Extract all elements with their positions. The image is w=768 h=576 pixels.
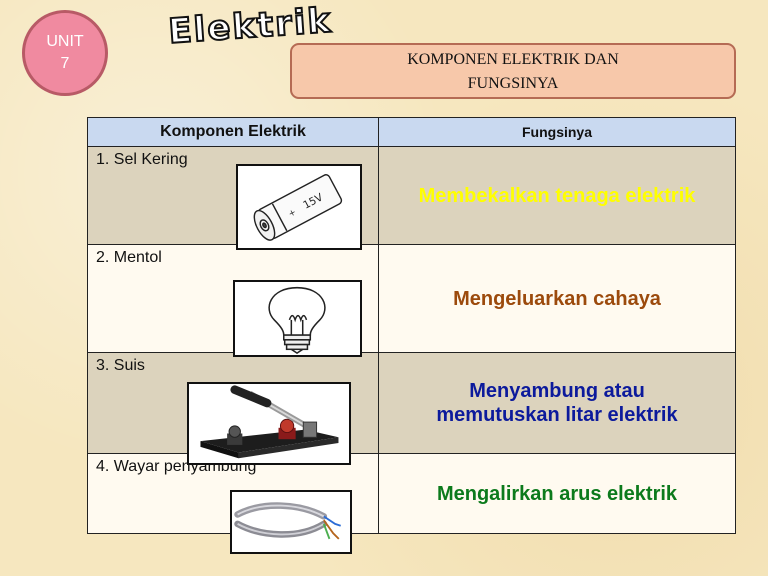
wire-picture — [230, 490, 352, 554]
function-text: Menyambung atau memutuskan litar elektri… — [379, 353, 735, 453]
unit-number: 7 — [60, 55, 70, 72]
banner-line-1: KOMPONEN ELEKTRIK DAN — [407, 51, 619, 68]
knife-switch-icon — [190, 384, 348, 463]
function-cell: Membekalkan tenaga elektrik — [378, 146, 736, 245]
function-line: Mengalirkan arus elektrik — [436, 482, 678, 505]
switch-picture — [187, 382, 351, 465]
battery-picture: 15V + — [236, 164, 362, 250]
function-text: Membekalkan tenaga elektrik — [379, 147, 735, 244]
battery-icon: 15V + — [253, 174, 343, 241]
function-text: Mengeluarkan cahaya — [379, 245, 735, 352]
table-row: 4. Wayar penyambung Mengalirkan arus ele… — [87, 453, 736, 534]
function-cell: Menyambung atau memutuskan litar elektri… — [378, 352, 736, 454]
unit-label: UNIT — [46, 33, 84, 50]
table-row: 2. Mentol Mengeluarkan cahaya — [87, 244, 736, 353]
function-cell: Mengalirkan arus elektrik — [378, 453, 736, 534]
banner-line-2: FUNGSINYA — [467, 75, 559, 92]
function-text: Mengalirkan arus elektrik — [379, 454, 735, 533]
light-bulb-icon — [268, 286, 326, 355]
svg-text:+: + — [287, 207, 298, 219]
function-line: memutuskan litar elektrik — [436, 404, 678, 426]
function-line: Mengeluarkan cahaya — [453, 287, 661, 310]
table-row: 1. Sel Kering Membekalkan tenaga elektri… — [87, 146, 736, 245]
header-function: Fungsinya — [378, 117, 736, 147]
connecting-wire-icon — [233, 492, 349, 552]
header-component: Komponen Elektrik — [87, 117, 379, 147]
bulb-picture — [233, 280, 362, 357]
function-line: Menyambung atau — [469, 380, 645, 402]
function-cell: Mengeluarkan cahaya — [378, 244, 736, 353]
topic-banner: KOMPONEN ELEKTRIK DAN FUNGSINYA — [290, 43, 736, 99]
component-table: Komponen Elektrik Fungsinya 1. Sel Kerin… — [87, 117, 736, 534]
unit-badge: UNIT 7 — [22, 10, 108, 96]
table-row: 3. Suis Menyambung atau memutuskan litar… — [87, 352, 736, 454]
function-line: Membekalkan tenaga elektrik — [418, 184, 696, 207]
